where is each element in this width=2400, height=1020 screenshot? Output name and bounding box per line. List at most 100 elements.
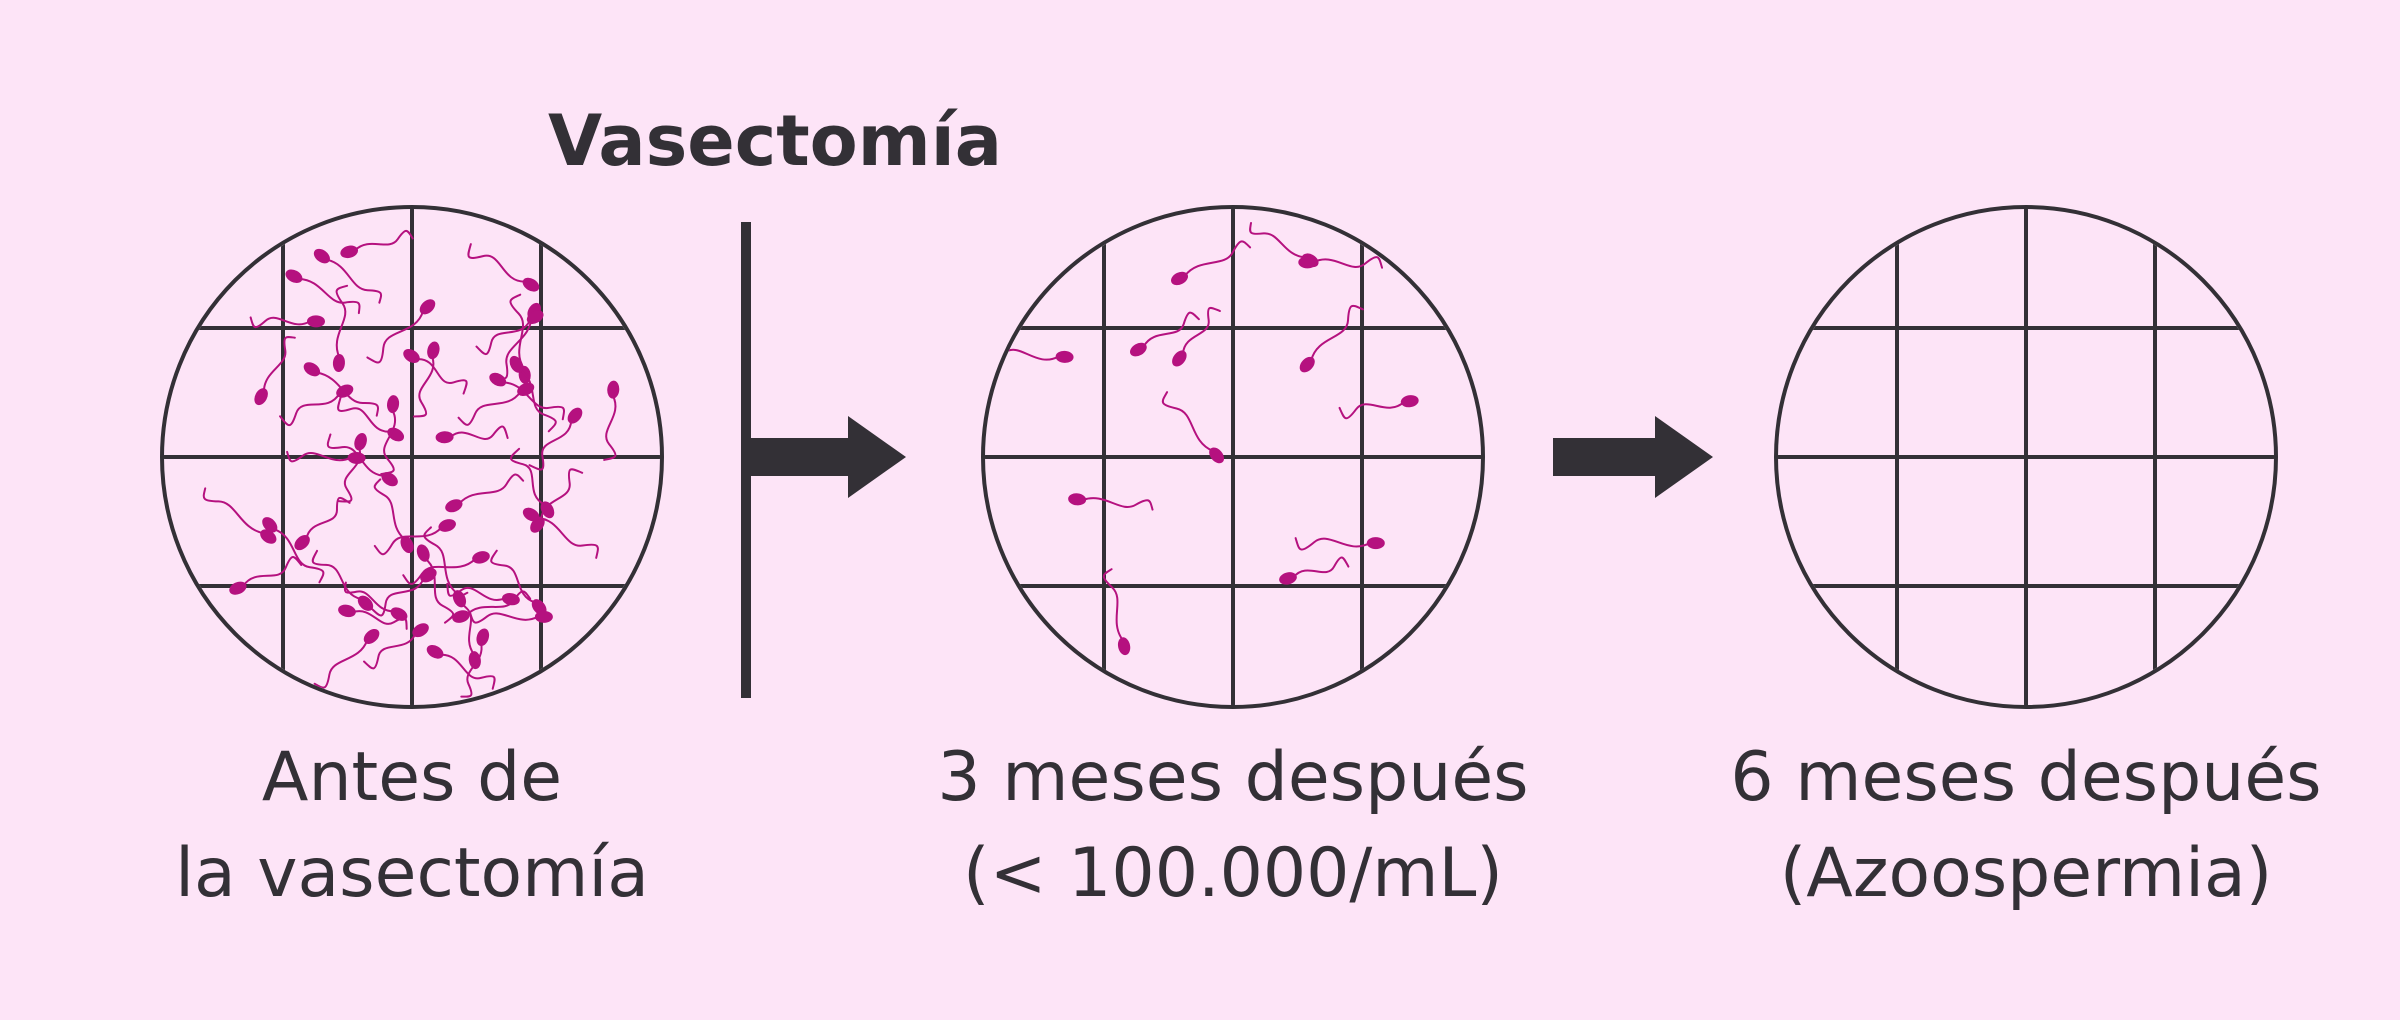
sperm-tail (369, 577, 425, 617)
sperm-cell (373, 519, 456, 556)
sperm-cell (366, 299, 436, 364)
sperm-cell (1130, 311, 1200, 357)
sperm-cell (343, 581, 408, 621)
sperm-tail (1161, 391, 1214, 452)
sperm-head (607, 380, 620, 399)
sperm-tail (315, 371, 379, 417)
sperm-cell (509, 447, 555, 519)
sperm-tail (449, 425, 509, 440)
sperm-head (1171, 271, 1189, 286)
sperm-tail (1292, 556, 1350, 578)
sperm-head (1279, 572, 1297, 585)
sperm-cell (403, 349, 468, 395)
sperm-head (1117, 637, 1131, 656)
sperm-head (285, 269, 303, 283)
sperm-cell (445, 473, 525, 513)
sperm-cell (457, 382, 535, 426)
sperm-head (419, 299, 436, 315)
sperm-cell (311, 549, 374, 611)
sperm-cell (1172, 306, 1221, 367)
sperm-cell (338, 604, 408, 630)
sperm-tail (1102, 568, 1124, 642)
sperm-tail (337, 396, 392, 433)
sperm-tail (262, 336, 296, 393)
sperm-cell (475, 310, 544, 356)
caption-3-months-line2: (< 100.000/mL) (963, 834, 1503, 913)
field-outline (1774, 205, 2278, 709)
sperm-tail (313, 639, 369, 689)
caption-6-months-line2: (Azoospermia) (1779, 834, 2273, 913)
field-outline (981, 205, 1485, 709)
sperm-cell (416, 544, 455, 624)
sperm-cell (332, 284, 349, 372)
sperm-tail (373, 478, 406, 541)
sperm-head (1400, 395, 1419, 408)
sperm-cell (446, 582, 520, 606)
sperm-tail (202, 487, 265, 535)
sperm-tail (509, 293, 526, 370)
sperm-tail (1312, 256, 1384, 269)
sperm-tail (1183, 240, 1252, 277)
sperm-tail (490, 549, 537, 604)
sperm-cell (467, 243, 540, 292)
sperm-tail (518, 368, 557, 433)
sperm-cell (380, 395, 400, 476)
sperm-cell (202, 487, 277, 544)
sperm-tail (366, 309, 425, 364)
sperm-head (306, 315, 325, 328)
sperm-cell (285, 269, 361, 315)
sperm-head (412, 623, 429, 638)
caption-6-months: 6 meses después (Azoospermia) (1706, 730, 2346, 922)
sperm-tail (528, 419, 573, 471)
sperm-cell (363, 623, 429, 670)
sperm-head (416, 544, 430, 562)
caption-3-months: 3 meses después (< 100.000/mL) (913, 730, 1553, 922)
diagram-title: Vasectomía (548, 100, 1002, 182)
sperm-cell (278, 384, 354, 427)
sperm-head (476, 628, 490, 647)
sperm-head (435, 431, 454, 444)
sperm-head (426, 644, 444, 659)
sperm-cell (435, 425, 509, 444)
sperm-head (472, 551, 490, 564)
sperm-cell (1102, 568, 1131, 656)
sperm-tail (494, 315, 533, 380)
sperm-tail (502, 381, 565, 421)
sperm-cell (1279, 556, 1350, 585)
sperm-tail (354, 229, 414, 252)
sperm-tail (423, 526, 458, 595)
sperm-tail (351, 610, 408, 630)
field-outline (160, 205, 664, 709)
caption-before-line1: Antes de (261, 738, 563, 817)
sperm-head (336, 384, 354, 398)
sperm-cell (313, 628, 380, 689)
sperm-head (452, 610, 470, 623)
sperm-cell (1294, 537, 1385, 551)
sperm-head (332, 353, 345, 372)
sperm-head (387, 395, 400, 414)
arrow-right-icon (1553, 416, 1713, 498)
sperm-head (262, 517, 278, 533)
sperm-head (1130, 342, 1147, 357)
sperm-tail (363, 632, 417, 670)
sperm-head (1299, 356, 1315, 373)
sperm-cell (373, 478, 414, 554)
sperm-tail (535, 516, 599, 559)
sperm-head (400, 535, 414, 554)
sperm-head (517, 382, 535, 396)
sperm-tail (272, 528, 325, 584)
sperm-cell (340, 229, 414, 259)
microscope-field-1 (160, 205, 664, 709)
microscope-field-3 (1774, 205, 2278, 709)
sperm-tail (305, 496, 351, 540)
sperm-head (229, 581, 247, 595)
sperm-tail (475, 319, 531, 356)
sperm-head (427, 341, 440, 360)
sperm-cell (412, 341, 440, 418)
sperm-head (1055, 350, 1074, 363)
sperm-head (303, 362, 321, 377)
sperm-head (1366, 537, 1385, 550)
sperm-cell (469, 610, 553, 624)
